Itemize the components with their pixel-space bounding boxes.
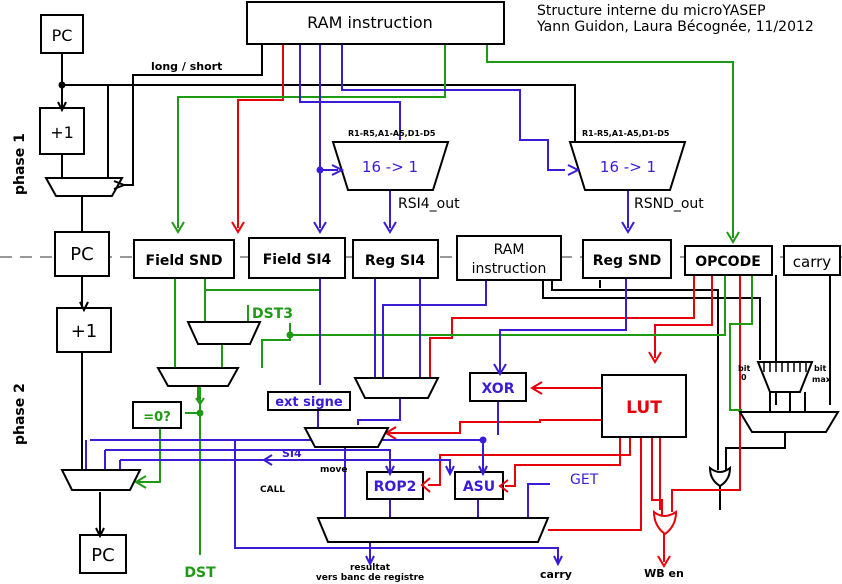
pc-top: PC: [40, 14, 84, 54]
red-wires: [231, 45, 741, 568]
bit0-label-2: 0: [741, 373, 747, 382]
bit0-label: bit: [738, 364, 750, 373]
resultat-label: resultat: [350, 563, 391, 573]
or-gate-wb: [652, 509, 678, 536]
svg-text:OPCODE: OPCODE: [695, 254, 761, 270]
mux-operand: [303, 427, 390, 448]
si4-label: SI4: [282, 447, 302, 460]
svg-text:RAM: RAM: [494, 242, 525, 258]
call-label: CALL: [260, 485, 285, 495]
svg-text:RAM instruction: RAM instruction: [307, 13, 433, 32]
phase2-label: phase 2: [12, 383, 28, 445]
rsnd-out-label: RSND_out: [634, 196, 704, 212]
xor-block: XOR: [469, 372, 527, 402]
rop2-block: ROP2: [366, 471, 424, 500]
long-short-label: long / short: [151, 60, 222, 73]
mux-rsnd: R1-R5,A1-A5,D1-D5 16 -> 1: [568, 129, 687, 191]
title-line2: Yann Guidon, Laura Bécognée, 11/2012: [536, 19, 814, 35]
svg-text:16 -> 1: 16 -> 1: [600, 158, 656, 176]
resultat-label-2: vers banc de registre: [316, 573, 424, 583]
title-line1: Structure interne du microYASEP: [537, 3, 766, 19]
svg-text:PC: PC: [70, 244, 93, 265]
svg-text:carry: carry: [793, 253, 832, 271]
svg-text:R1-R5,A1-A5,D1-D5: R1-R5,A1-A5,D1-D5: [582, 129, 670, 138]
svg-text:Field SND: Field SND: [146, 253, 223, 269]
eq0-block: =0?: [132, 401, 182, 429]
reg-si4: Reg SI4: [352, 239, 439, 279]
field-si4: Field SI4: [248, 237, 346, 279]
move-label: move: [320, 465, 348, 475]
svg-text:+1: +1: [50, 123, 74, 142]
carry-out-label: carry: [540, 568, 572, 581]
and-gate-flags: [708, 465, 732, 488]
svg-text:ROP2: ROP2: [374, 479, 417, 495]
bit-selector: [756, 361, 814, 393]
svg-text:ASU: ASU: [463, 479, 495, 495]
dst3-label: DST3: [252, 306, 293, 322]
mux-phase1: [44, 177, 124, 197]
plus1-mid: +1: [56, 307, 112, 353]
svg-text:+1: +1: [71, 321, 98, 342]
svg-text:Reg SND: Reg SND: [593, 253, 662, 269]
field-snd: Field SND: [133, 239, 235, 279]
blue-wires: [85, 45, 635, 563]
bitmax-label: bit: [814, 364, 826, 373]
ram-instruction-mid: RAM instruction: [456, 235, 562, 281]
bitmax-label-2: max: [812, 375, 832, 384]
pc-mid: PC: [54, 231, 110, 277]
asu-block: ASU: [454, 471, 504, 500]
mux-result: [316, 517, 550, 543]
mux-dst: [156, 367, 240, 387]
svg-text:=0?: =0?: [143, 410, 170, 425]
svg-text:R1-R5,A1-A5,D1-D5: R1-R5,A1-A5,D1-D5: [348, 129, 436, 138]
phase1-label: phase 1: [12, 133, 28, 195]
dst-label: DST: [184, 565, 216, 581]
svg-text:Reg SI4: Reg SI4: [365, 253, 425, 269]
svg-text:PC: PC: [52, 26, 73, 45]
mux-reg-si4: [353, 377, 440, 399]
rsi4-out-label: RSI4_out: [398, 196, 460, 212]
svg-text:XOR: XOR: [482, 381, 515, 397]
wb-en-label: WB en: [644, 567, 684, 580]
mux-carry: [738, 411, 840, 433]
get-label: GET: [570, 472, 599, 488]
pc-bottom: PC: [79, 534, 127, 574]
mux-pc-select: [60, 469, 142, 491]
svg-text:PC: PC: [91, 545, 114, 566]
mux-dst3: [186, 321, 262, 345]
opcode: OPCODE: [684, 245, 773, 276]
plus1-top: +1: [39, 107, 85, 155]
black-wires: [58, 45, 831, 535]
ram-instruction-top: RAM instruction: [246, 1, 505, 45]
mux-rsi4: R1-R5,A1-A5,D1-D5 16 -> 1: [331, 129, 450, 191]
svg-text:ext signe: ext signe: [275, 395, 343, 410]
svg-text:LUT: LUT: [626, 398, 662, 418]
svg-text:instruction: instruction: [472, 261, 547, 277]
green-wires: [134, 45, 753, 555]
svg-text:16 -> 1: 16 -> 1: [362, 158, 418, 176]
reg-snd: Reg SND: [582, 239, 672, 279]
svg-text:Field SI4: Field SI4: [263, 252, 332, 268]
lut-block: LUT: [601, 374, 687, 438]
carry-block: carry: [783, 245, 841, 276]
ext-signe: ext signe: [267, 391, 351, 411]
